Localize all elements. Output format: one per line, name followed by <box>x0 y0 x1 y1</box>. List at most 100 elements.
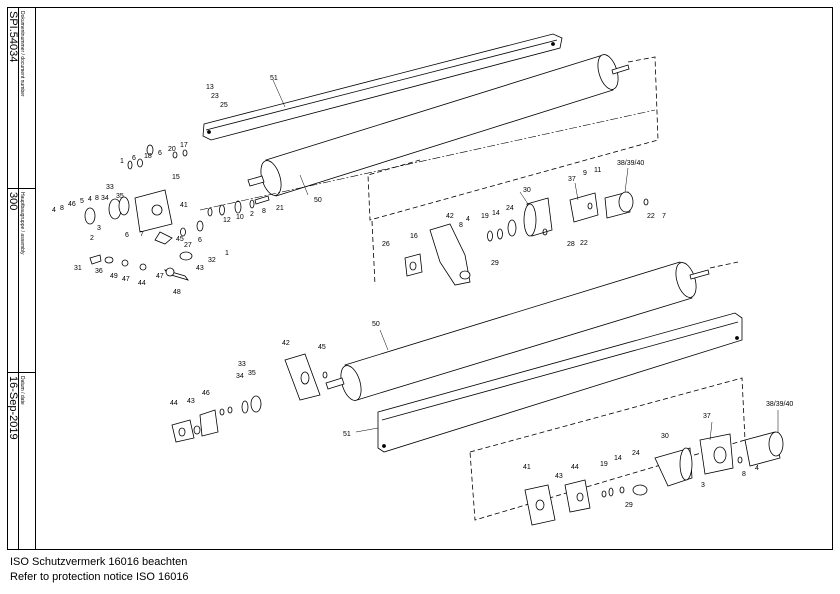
callout-label: 12 <box>223 217 231 224</box>
callout-label: 44 <box>170 400 178 407</box>
callout-label: 6 <box>132 155 136 162</box>
callout-label: 10 <box>236 214 244 221</box>
callout-label: 8 <box>459 222 463 229</box>
callout-label: 45 <box>176 236 184 243</box>
callout-label: 4 <box>88 196 92 203</box>
callout-label: 19 <box>600 461 608 468</box>
callout-label: 50 <box>314 197 322 204</box>
callout-label: 1 <box>120 158 124 165</box>
lower-left-bearing-assembly <box>171 353 328 443</box>
leader-lines <box>272 79 779 441</box>
upper-roller <box>247 54 630 197</box>
callout-label: 43 <box>187 398 195 405</box>
callout-label: 37 <box>703 413 711 420</box>
callout-label: 50 <box>372 321 380 328</box>
assembly-number: 300 <box>7 192 19 211</box>
callout-label: 8 <box>742 471 746 478</box>
date-cell: Datum / date 16-Sep-2019 <box>7 372 36 550</box>
callout-label: 1 <box>225 250 229 257</box>
callout-label: 42 <box>446 213 454 220</box>
callout-label: 45 <box>318 344 326 351</box>
callout-label: 34 <box>101 195 109 202</box>
callout-label: 6 <box>125 232 129 239</box>
callout-label: 38/39/40 <box>617 160 644 167</box>
callout-label: 5 <box>80 198 84 205</box>
lower-cover-profile <box>377 312 743 453</box>
callout-label: 7 <box>140 231 144 238</box>
callout-label: 4 <box>52 207 56 214</box>
lower-right-drive-assembly <box>524 431 784 526</box>
date-label: Datum / date <box>19 376 25 405</box>
callout-label: 37 <box>568 176 576 183</box>
callouts-upper: 51 13 23 25 50 1 6 18 6 20 17 15 33 34 3… <box>52 75 666 296</box>
callout-label: 25 <box>220 102 228 109</box>
assembly-cell: Hauptbaugruppe / assembly 300 <box>7 188 36 372</box>
callout-label: 46 <box>202 390 210 397</box>
callout-label: 4 <box>755 465 759 472</box>
callout-label: 2 <box>250 211 254 218</box>
callout-label: 41 <box>523 464 531 471</box>
protection-notice-de: ISO Schutzvermerk 16016 beachten <box>10 556 188 568</box>
callout-label: 17 <box>180 142 188 149</box>
callout-label: 16 <box>410 233 418 240</box>
callout-label: 9 <box>583 170 587 177</box>
callout-label: 26 <box>382 241 390 248</box>
callout-label: 49 <box>110 273 118 280</box>
callout-label: 8 <box>60 205 64 212</box>
callout-label: 2 <box>90 235 94 242</box>
callout-label: 47 <box>122 276 130 283</box>
callout-label: 29 <box>491 260 499 267</box>
callout-label: 44 <box>138 280 146 287</box>
callout-label: 43 <box>196 265 204 272</box>
callout-label: 8 <box>95 195 99 202</box>
assembly-label: Hauptbaugruppe / assembly <box>19 192 25 255</box>
callout-label: 22 <box>647 213 655 220</box>
callout-label: 4 <box>466 216 470 223</box>
protection-notice-en: Refer to protection notice ISO 16016 <box>10 571 189 583</box>
callout-label: 33 <box>238 361 246 368</box>
callout-label: 44 <box>571 464 579 471</box>
callout-label: 15 <box>172 174 180 181</box>
callout-label: 14 <box>492 210 500 217</box>
callouts-lower: 50 42 45 33 34 35 46 44 43 51 37 38/39/4… <box>170 321 793 509</box>
callout-label: 34 <box>236 373 244 380</box>
upper-right-drive-assembly <box>404 191 649 286</box>
callout-label: 3 <box>97 225 101 232</box>
callout-label: 13 <box>206 84 214 91</box>
callout-label: 18 <box>144 153 152 160</box>
callout-label: 24 <box>506 205 514 212</box>
callout-label: 30 <box>523 187 531 194</box>
callout-label: 20 <box>168 146 176 153</box>
callout-label: 30 <box>661 433 669 440</box>
callout-label: 8 <box>262 208 266 215</box>
document-number-label: Dokumentnummer / document number <box>19 11 25 97</box>
callout-label: 32 <box>208 257 216 264</box>
callout-label: 27 <box>184 242 192 249</box>
callout-label: 6 <box>198 237 202 244</box>
upper-cover-profile <box>202 33 563 141</box>
callout-label: 41 <box>180 202 188 209</box>
callout-label: 31 <box>74 265 82 272</box>
callout-label: 6 <box>158 150 162 157</box>
callout-label: 7 <box>662 213 666 220</box>
callout-label: 51 <box>270 75 278 82</box>
callout-label: 22 <box>580 240 588 247</box>
callout-label: 36 <box>95 268 103 275</box>
callout-label: 21 <box>276 205 284 212</box>
callout-label: 46 <box>68 201 76 208</box>
callout-label: 35 <box>116 193 124 200</box>
document-number-cell: Dokumentnummer / document number SPI.540… <box>7 8 36 188</box>
callout-label: 3 <box>701 482 705 489</box>
callout-label: 19 <box>481 213 489 220</box>
callout-label: 38/39/40 <box>766 401 793 408</box>
callout-label: 33 <box>106 184 114 191</box>
callout-label: 14 <box>614 455 622 462</box>
callout-label: 42 <box>282 340 290 347</box>
callout-label: 51 <box>343 431 351 438</box>
drawing-sheet: Dokumentnummer / document number SPI.540… <box>7 7 833 550</box>
callout-label: 47 <box>156 273 164 280</box>
callout-label: 43 <box>555 473 563 480</box>
title-block: Dokumentnummer / document number SPI.540… <box>7 8 36 550</box>
document-number: SPI.54034 <box>7 11 19 63</box>
